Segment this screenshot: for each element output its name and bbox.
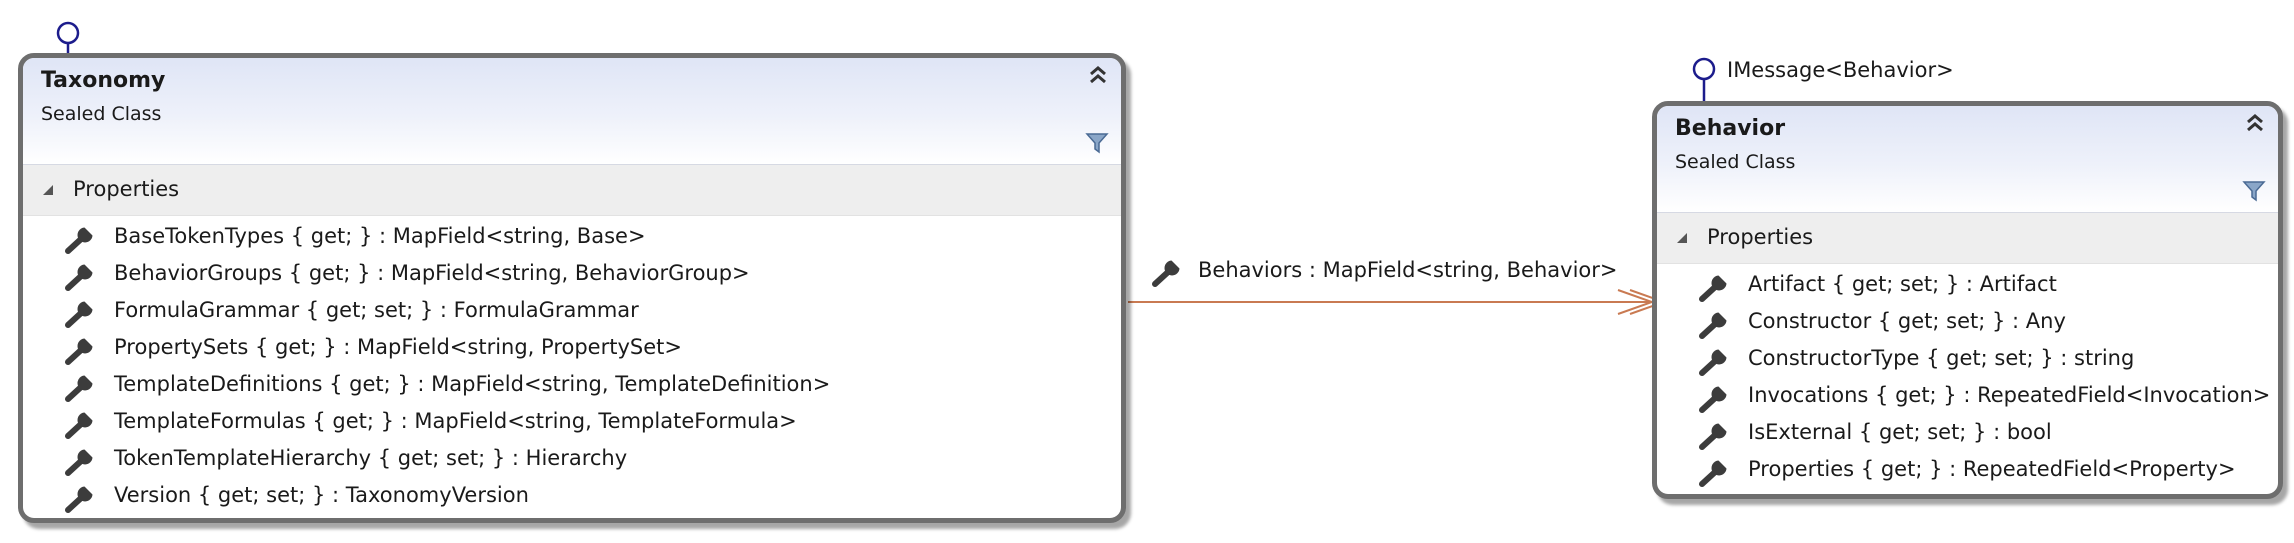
- association-connector[interactable]: [1128, 289, 1668, 315]
- member-text: Artifact { get; set; } : Artifact: [1748, 272, 2057, 296]
- list-item[interactable]: TokenTemplateHierarchy { get; set; } : H…: [23, 442, 1121, 479]
- double-chevron-up-icon[interactable]: [1087, 64, 1109, 92]
- wrench-icon: [1699, 349, 1729, 381]
- properties-compartment-header[interactable]: Properties: [23, 165, 1121, 216]
- interface-label: IMessage<Behavior>: [1727, 58, 1954, 82]
- member-text: IsExternal { get; set; } : bool: [1748, 420, 2052, 444]
- wrench-icon: [65, 486, 95, 518]
- list-item[interactable]: PropertySets { get; } : MapField<string,…: [23, 331, 1121, 368]
- wrench-icon: [1699, 423, 1729, 455]
- wrench-icon: [1699, 460, 1729, 492]
- taxonomy-class-box[interactable]: Taxonomy Sealed Class Properties BaseTok…: [18, 53, 1126, 523]
- list-item[interactable]: Constructor { get; set; } : Any: [1657, 305, 2278, 342]
- member-list: Artifact { get; set; } : Artifact Constr…: [1657, 264, 2278, 490]
- list-item[interactable]: Invocations { get; } : RepeatedField<Inv…: [1657, 379, 2278, 416]
- member-text: TemplateDefinitions { get; } : MapField<…: [114, 372, 831, 396]
- class-header: Behavior Sealed Class: [1657, 106, 2278, 213]
- wrench-icon: [65, 338, 95, 370]
- member-text: Constructor { get; set; } : Any: [1748, 309, 2066, 333]
- member-text: Invocations { get; } : RepeatedField<Inv…: [1748, 383, 2271, 407]
- member-list: BaseTokenTypes { get; } : MapField<strin…: [23, 216, 1121, 516]
- list-item[interactable]: BaseTokenTypes { get; } : MapField<strin…: [23, 220, 1121, 257]
- wrench-icon: [65, 264, 95, 296]
- member-text: BaseTokenTypes { get; } : MapField<strin…: [114, 224, 646, 248]
- behavior-interface-lollipop: [1692, 57, 1716, 104]
- taxonomy-interface-lollipop: [56, 21, 80, 58]
- list-item[interactable]: TemplateDefinitions { get; } : MapField<…: [23, 368, 1121, 405]
- member-text: PropertySets { get; } : MapField<string,…: [114, 335, 682, 359]
- list-item[interactable]: ConstructorType { get; set; } : string: [1657, 342, 2278, 379]
- member-text: TokenTemplateHierarchy { get; set; } : H…: [114, 446, 628, 470]
- compartment-title: Properties: [73, 177, 180, 201]
- member-text: Version { get; set; } : TaxonomyVersion: [114, 483, 529, 507]
- wrench-icon: [65, 227, 95, 259]
- filter-icon[interactable]: [1085, 132, 1109, 158]
- wrench-icon: [1699, 275, 1729, 307]
- triangle-expander-icon[interactable]: [41, 182, 55, 201]
- member-text: FormulaGrammar { get; set; } : FormulaGr…: [114, 298, 639, 322]
- class-stereotype: Sealed Class: [41, 103, 162, 125]
- member-text: ConstructorType { get; set; } : string: [1748, 346, 2135, 370]
- wrench-icon: [65, 375, 95, 407]
- wrench-icon: [65, 449, 95, 481]
- wrench-icon: [65, 301, 95, 333]
- class-stereotype: Sealed Class: [1675, 151, 1796, 173]
- list-item[interactable]: Properties { get; } : RepeatedField<Prop…: [1657, 453, 2278, 490]
- wrench-icon: [65, 412, 95, 444]
- triangle-expander-icon[interactable]: [1675, 230, 1689, 249]
- double-chevron-up-icon[interactable]: [2244, 112, 2266, 140]
- list-item[interactable]: IsExternal { get; set; } : bool: [1657, 416, 2278, 453]
- class-name: Behavior: [1675, 116, 1786, 141]
- member-text: BehaviorGroups { get; } : MapField<strin…: [114, 261, 750, 285]
- wrench-icon: [1699, 386, 1729, 418]
- wrench-icon: [1699, 312, 1729, 344]
- list-item[interactable]: Version { get; set; } : TaxonomyVersion: [23, 479, 1121, 516]
- member-text: TemplateFormulas { get; } : MapField<str…: [114, 409, 797, 433]
- compartment-title: Properties: [1707, 225, 1814, 249]
- association-label: Behaviors : MapField<string, Behavior>: [1198, 258, 1618, 282]
- filter-icon[interactable]: [2242, 180, 2266, 206]
- class-header: Taxonomy Sealed Class: [23, 58, 1121, 165]
- list-item[interactable]: TemplateFormulas { get; } : MapField<str…: [23, 405, 1121, 442]
- list-item[interactable]: Artifact { get; set; } : Artifact: [1657, 268, 2278, 305]
- wrench-icon: [1152, 260, 1182, 293]
- list-item[interactable]: FormulaGrammar { get; set; } : FormulaGr…: [23, 294, 1121, 331]
- list-item[interactable]: BehaviorGroups { get; } : MapField<strin…: [23, 257, 1121, 294]
- member-text: Properties { get; } : RepeatedField<Prop…: [1748, 457, 2236, 481]
- class-name: Taxonomy: [41, 68, 166, 93]
- behavior-class-box[interactable]: Behavior Sealed Class Properties Artifac…: [1652, 101, 2283, 499]
- properties-compartment-header[interactable]: Properties: [1657, 213, 2278, 264]
